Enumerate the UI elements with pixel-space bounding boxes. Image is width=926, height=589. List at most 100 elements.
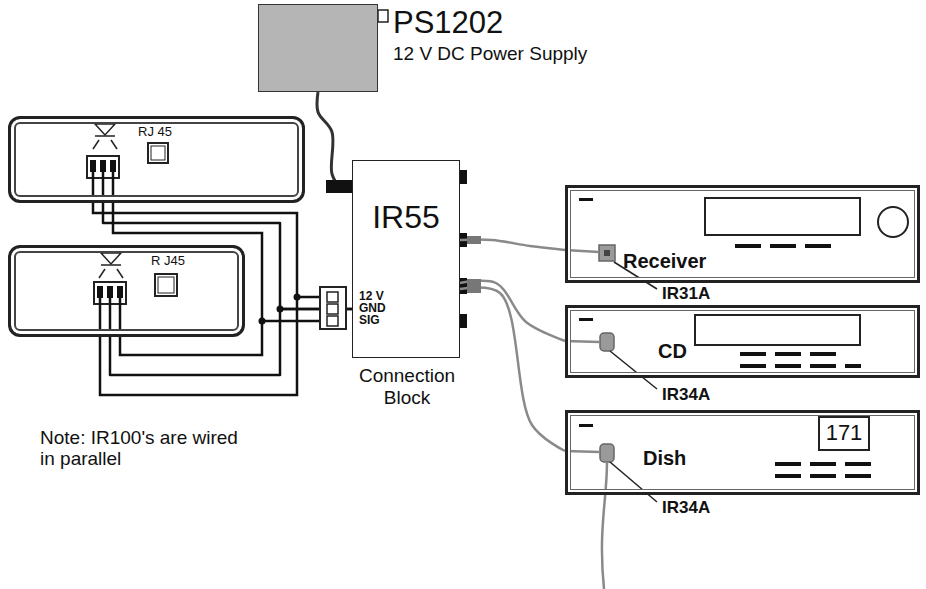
power-led xyxy=(579,198,593,201)
cable xyxy=(565,451,600,452)
output-port xyxy=(460,278,467,294)
wire xyxy=(100,297,297,395)
output-port xyxy=(460,170,467,184)
output-port xyxy=(460,314,467,328)
diode-symbol xyxy=(101,253,121,264)
connector-pin xyxy=(110,160,116,172)
node-title: PS1202 xyxy=(393,5,503,41)
part-name: IR31A xyxy=(660,285,712,304)
button xyxy=(775,474,801,478)
ir-sensor-symbol xyxy=(99,253,123,278)
ray-arrow xyxy=(99,269,105,278)
front-display xyxy=(695,315,860,345)
device-box: Receiver xyxy=(565,185,920,283)
junction-dot xyxy=(294,294,301,301)
node-title: CD xyxy=(658,340,687,363)
node-title: RJ 45 xyxy=(138,125,172,140)
power-supply: PS120212 V DC Power Supply xyxy=(258,4,378,92)
terminal-screw xyxy=(327,292,338,302)
button xyxy=(740,352,766,356)
ray-arrow xyxy=(93,140,99,149)
keypad-wire xyxy=(103,203,352,309)
node-subtitle: Connection Block xyxy=(345,365,469,409)
button xyxy=(845,462,871,466)
device-box: Dish171 xyxy=(565,410,920,495)
terminal-screw xyxy=(327,304,338,314)
connector-pin xyxy=(100,160,106,172)
keypad-wire xyxy=(110,309,352,375)
connection-block: IR55Connection Block xyxy=(352,160,460,358)
pin-name: SIG xyxy=(359,314,380,327)
button xyxy=(770,244,796,248)
front-buttons xyxy=(775,462,871,478)
front-display xyxy=(705,198,860,235)
diode-symbol xyxy=(95,124,115,135)
rj45-jack xyxy=(155,274,177,296)
cable-plug xyxy=(467,279,481,286)
emitter-cables xyxy=(565,250,607,589)
wire xyxy=(109,298,112,337)
connector-pin xyxy=(107,286,113,298)
node-subtitle: 12 V DC Power Supply xyxy=(393,43,587,65)
volume-knob xyxy=(878,207,908,237)
node-title: R J45 xyxy=(151,254,185,269)
cable xyxy=(317,92,352,187)
device-box: CD xyxy=(565,305,920,378)
junction-dot xyxy=(259,318,266,325)
button xyxy=(735,244,761,248)
ir-emitter xyxy=(600,333,614,351)
node-title: Receiver xyxy=(623,250,706,273)
keypad: RJ 45 xyxy=(8,116,305,203)
note: Note: IR100's are wired in parallel xyxy=(40,428,240,470)
cable xyxy=(460,287,565,451)
ray-arrow xyxy=(111,140,117,149)
ir-emitter-eye xyxy=(604,250,610,256)
diode-bar xyxy=(95,135,115,137)
rj45-jack-inner xyxy=(151,146,165,160)
front-buttons xyxy=(740,352,861,368)
connector-pin xyxy=(117,286,123,298)
part-name: IR34A xyxy=(660,386,712,405)
connector-pin xyxy=(97,286,103,298)
button xyxy=(740,364,766,368)
ray-arrow xyxy=(117,269,123,278)
diode-bar xyxy=(101,264,121,266)
button xyxy=(845,474,871,478)
cable-plug xyxy=(467,236,481,244)
button xyxy=(810,474,836,478)
cable xyxy=(460,281,565,341)
power-led xyxy=(579,424,593,427)
button xyxy=(805,244,831,248)
ir-emitter xyxy=(599,245,615,261)
node-title: IR55 xyxy=(353,199,459,236)
plug-tab xyxy=(378,10,388,22)
cable xyxy=(602,462,607,589)
rj45-jack-inner xyxy=(158,277,174,293)
cable-plug xyxy=(467,286,481,293)
power-led xyxy=(579,318,593,321)
cable xyxy=(565,341,600,342)
connector-pin xyxy=(90,160,96,172)
button xyxy=(810,352,836,356)
ir-emitter xyxy=(600,444,614,462)
button xyxy=(810,462,836,466)
wire xyxy=(93,172,320,297)
wire xyxy=(120,298,262,355)
part-name: IR34A xyxy=(660,499,712,518)
button xyxy=(845,364,861,368)
terminal-block xyxy=(320,287,346,329)
keypad-wires xyxy=(93,172,320,395)
ir-sensor-symbol xyxy=(93,124,117,149)
wire xyxy=(102,172,105,203)
front-buttons xyxy=(735,244,831,248)
leader-line xyxy=(610,351,657,389)
keypad: R J45 xyxy=(8,245,245,337)
node-title: 171 xyxy=(820,420,868,445)
channel-display: 171 xyxy=(818,416,870,451)
power-plug xyxy=(326,180,352,193)
junction-dot xyxy=(277,306,284,313)
cable xyxy=(565,250,599,252)
